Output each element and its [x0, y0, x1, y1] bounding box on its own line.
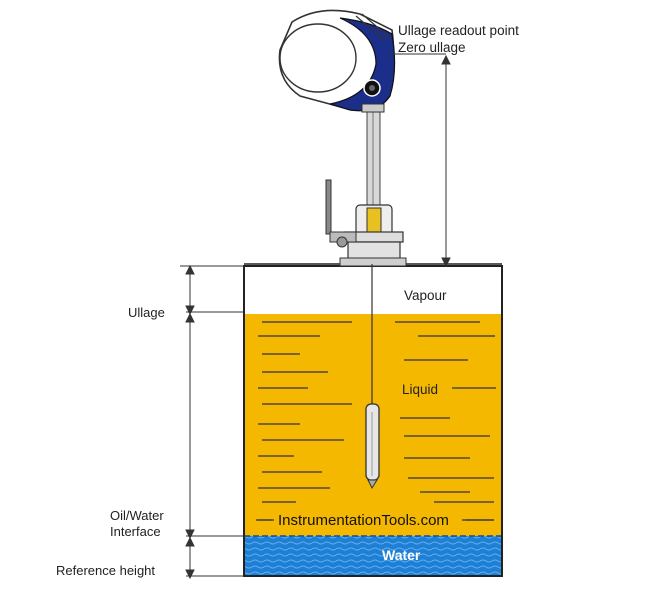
vapour-label: Vapour	[404, 288, 447, 303]
watermark-text: InstrumentationTools.com	[278, 512, 449, 529]
water-label: Water	[382, 547, 421, 563]
zero-ullage-label: Zero ullage	[398, 40, 466, 55]
zero-ullage-dimension	[441, 54, 451, 268]
valve-icon	[325, 179, 357, 248]
liquid-label: Liquid	[402, 382, 438, 397]
oil-water-label-line2: Interface	[110, 524, 161, 539]
ullage-gauge-head-icon	[278, 9, 396, 113]
gauge-stem	[339, 109, 407, 404]
liquid-surface-lines	[258, 321, 496, 521]
water-layer	[244, 536, 502, 576]
ullage-readout-label: Ullage readout point	[398, 23, 519, 38]
left-dimensions	[180, 264, 244, 580]
ullage-label: Ullage	[128, 305, 165, 320]
vapour-space	[244, 266, 502, 314]
reference-height-label: Reference height	[56, 563, 155, 578]
float-icon	[365, 403, 380, 490]
oil-water-label-line1: Oil/Water	[110, 508, 164, 523]
